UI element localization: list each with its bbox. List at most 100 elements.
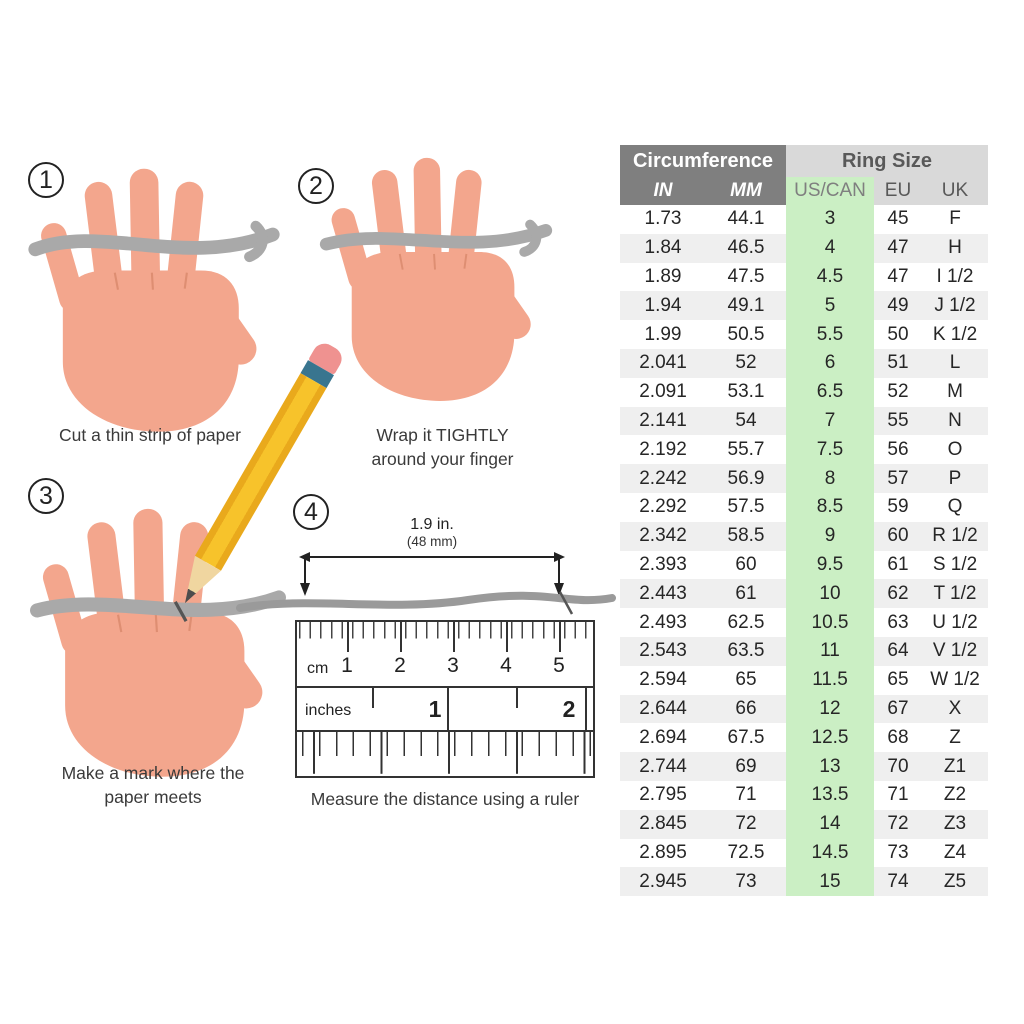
table-cell: 2.091 bbox=[639, 381, 687, 403]
table-cell: 1.99 bbox=[644, 323, 682, 345]
paper-strip bbox=[319, 224, 553, 251]
table-cell: 14 bbox=[786, 809, 874, 839]
table-cell: I 1/2 bbox=[936, 265, 974, 287]
table-cell: 5.5 bbox=[786, 320, 874, 349]
table-cell: 57.5 bbox=[727, 496, 765, 518]
table-cell: 74 bbox=[887, 870, 909, 892]
ruler-cm-ticks bbox=[297, 622, 593, 652]
table-cell: 59 bbox=[887, 496, 909, 518]
table-cell: 2.543 bbox=[639, 640, 687, 662]
table-cell: 4.5 bbox=[786, 262, 874, 292]
table-cell: 12 bbox=[786, 694, 874, 724]
cm-tick-label: 3 bbox=[447, 654, 459, 677]
table-cell: 50.5 bbox=[727, 323, 765, 345]
step-3-number: 3 bbox=[28, 478, 64, 514]
step-3-caption: Make a mark where the paper meets bbox=[61, 763, 245, 807]
circumference-group-header: Circumference bbox=[620, 145, 786, 177]
table-cell: 47.5 bbox=[727, 265, 765, 287]
table-cell: 56.9 bbox=[727, 467, 765, 489]
table-cell: 54 bbox=[735, 409, 757, 431]
table-cell: 57 bbox=[887, 467, 909, 489]
table-cell: 1.84 bbox=[644, 237, 682, 259]
table-cell: 2.342 bbox=[639, 525, 687, 547]
table-cell: Z bbox=[949, 726, 961, 748]
table-cell: 2.895 bbox=[639, 841, 687, 863]
inch-tick-label: 1 bbox=[428, 696, 442, 722]
cm-tick-label: 2 bbox=[394, 654, 406, 677]
table-cell: 4 bbox=[786, 233, 874, 263]
table-cell: Z2 bbox=[943, 784, 967, 806]
table-cell: 6 bbox=[786, 348, 874, 378]
measurement-mm: (48 mm) bbox=[406, 534, 458, 549]
table-cell: 13.5 bbox=[786, 780, 874, 810]
table-cell: 2.694 bbox=[639, 726, 687, 748]
table-cell: Q bbox=[947, 496, 963, 518]
step-4-number: 4 bbox=[293, 494, 329, 530]
table-cell: 8 bbox=[786, 464, 874, 493]
table-cell: F bbox=[949, 208, 961, 230]
table-cell: 2.041 bbox=[639, 352, 687, 374]
table-cell: 63.5 bbox=[727, 640, 765, 662]
step-4-caption: Measure the distance using a ruler bbox=[310, 789, 580, 809]
table-cell: 9.5 bbox=[786, 550, 874, 580]
measurement-label: 1.9 in. (48 mm) bbox=[298, 516, 566, 549]
table-cell: K 1/2 bbox=[932, 323, 978, 345]
table-cell: 47 bbox=[887, 265, 909, 287]
table-cell: 2.945 bbox=[639, 870, 687, 892]
measurement-inches: 1.9 in. bbox=[410, 516, 454, 533]
table-cell: 3 bbox=[786, 205, 874, 234]
step-1-caption: Cut a thin strip of paper bbox=[59, 425, 241, 445]
hand-illustration-step2 bbox=[319, 156, 553, 402]
table-cell: 61 bbox=[887, 553, 909, 575]
table-cell: 10 bbox=[786, 579, 874, 609]
column-header-in: IN bbox=[620, 177, 706, 205]
table-cell: 72 bbox=[887, 813, 909, 835]
table-cell: 1.89 bbox=[644, 265, 682, 287]
ring-size-table: Circumference Ring Size IN MM US/CAN EU … bbox=[620, 145, 988, 897]
table-cell: 64 bbox=[887, 640, 909, 662]
table-cell: 13 bbox=[786, 752, 874, 781]
table-cell: 7.5 bbox=[786, 435, 874, 465]
step-2-caption: Wrap it TIGHTLY around your finger bbox=[371, 425, 514, 469]
table-cell: 2.845 bbox=[639, 813, 687, 835]
table-cell: R 1/2 bbox=[932, 525, 978, 547]
table-cell: 67.5 bbox=[727, 726, 765, 748]
table-cell: 2.393 bbox=[639, 553, 687, 575]
table-cell: 56 bbox=[887, 438, 909, 460]
inch-tick-label: 2 bbox=[562, 696, 576, 722]
table-cell: 72.5 bbox=[727, 841, 765, 863]
table-cell: J 1/2 bbox=[934, 294, 976, 316]
table-cell: 69 bbox=[735, 755, 757, 777]
table-cell: 65 bbox=[887, 669, 909, 691]
table-cell: 6.5 bbox=[786, 377, 874, 407]
hand-illustration-step1 bbox=[28, 167, 280, 433]
table-cell: 2.795 bbox=[639, 784, 687, 806]
cm-label: cm bbox=[307, 660, 329, 677]
table-cell: P bbox=[948, 467, 962, 489]
table-cell: V 1/2 bbox=[932, 640, 978, 662]
cm-tick-label: 1 bbox=[341, 654, 353, 677]
table-cell: 5 bbox=[786, 291, 874, 321]
table-cell: 52 bbox=[887, 381, 909, 403]
table-cell: Z4 bbox=[943, 841, 967, 863]
table-cell: 62.5 bbox=[727, 611, 765, 633]
table-cell: N bbox=[948, 409, 962, 431]
table-cell: 2.493 bbox=[639, 611, 687, 633]
